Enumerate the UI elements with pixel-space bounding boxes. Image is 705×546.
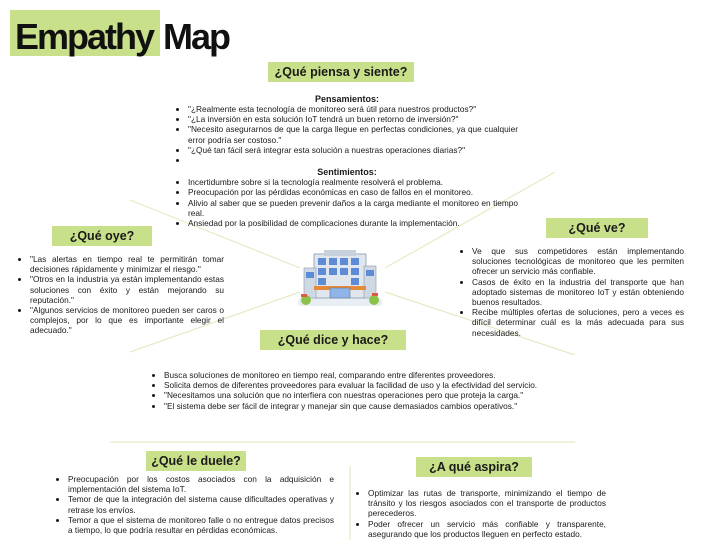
line-bottom-left xyxy=(129,291,301,353)
dice-section: Busca soluciones de monitoreo en tiempo … xyxy=(152,370,556,411)
duele-list: Preocupación por los costos asociados co… xyxy=(56,474,334,535)
building-illustration xyxy=(298,250,382,306)
dice-heading: ¿Qué dice y hace? xyxy=(260,330,406,350)
list-item: Preocupación por los costos asociados co… xyxy=(68,474,334,494)
list-item: "Algunos servicios de monitoreo pueden s… xyxy=(30,305,224,336)
title-word-1: Empathy xyxy=(15,16,155,57)
list-item: Preocupación por las pérdidas económicas… xyxy=(188,187,518,197)
list-item: Optimizar las rutas de transporte, minim… xyxy=(368,488,606,519)
list-item-empty xyxy=(188,155,518,165)
list-item: Alivio al saber que se pueden prevenir d… xyxy=(188,198,518,218)
line-top-right xyxy=(384,171,556,269)
list-item: "Necesitamos una solución que no interfi… xyxy=(164,390,556,400)
pensamientos-label: Pensamientos: xyxy=(314,94,380,104)
aspira-heading: ¿A qué aspira? xyxy=(416,457,532,477)
oye-list: "Las alertas en tiempo real te permitirá… xyxy=(18,254,224,336)
aspira-section: Optimizar las rutas de transporte, minim… xyxy=(356,488,606,539)
list-item: "¿La inversión en esta solución IoT tend… xyxy=(188,114,518,124)
list-item: Incertidumbre sobre si la tecnología rea… xyxy=(188,177,518,187)
list-item: Temor a que el sistema de monitoreo fall… xyxy=(68,515,334,535)
list-item: "Las alertas en tiempo real te permitirá… xyxy=(30,254,224,274)
list-item: "Otros en la industria ya están implemen… xyxy=(30,274,224,305)
list-item: Recibe múltiples ofertas de soluciones, … xyxy=(472,307,684,338)
ve-heading: ¿Qué ve? xyxy=(546,218,648,238)
ve-list: Ve que sus competidores están implementa… xyxy=(460,246,684,338)
list-item: "¿Realmente esta tecnología de monitoreo… xyxy=(188,104,518,114)
piensa-section: Pensamientos: "¿Realmente esta tecnologí… xyxy=(176,94,518,228)
list-item: Casos de éxito en la industria del trans… xyxy=(472,277,684,308)
line-bottom-right xyxy=(384,291,576,356)
line-top-left xyxy=(129,199,301,269)
duele-heading: ¿Qué le duele? xyxy=(146,451,246,471)
list-item: "¿Qué tan fácil será integrar esta soluc… xyxy=(188,145,518,155)
duele-section: Preocupación por los costos asociados co… xyxy=(56,474,334,535)
sentimientos-label: Sentimientos: xyxy=(317,167,377,178)
piensa-heading: ¿Qué piensa y siente? xyxy=(268,62,414,82)
oye-section: "Las alertas en tiempo real te permitirá… xyxy=(18,254,224,336)
list-item: Busca soluciones de monitoreo en tiempo … xyxy=(164,370,556,380)
title-highlight xyxy=(10,10,160,56)
aspira-list: Optimizar las rutas de transporte, minim… xyxy=(356,488,606,539)
title-word-2: Map xyxy=(163,16,231,57)
list-item: Ansiedad por la posibilidad de complicac… xyxy=(188,218,518,228)
list-item: Poder ofrecer un servicio más confiable … xyxy=(368,519,606,539)
list-item: Solicita demos de diferentes proveedores… xyxy=(164,380,556,390)
list-item: Temor de que la integración del sistema … xyxy=(68,494,334,514)
pensamientos-list: "¿Realmente esta tecnología de monitoreo… xyxy=(176,104,518,165)
dice-list: Busca soluciones de monitoreo en tiempo … xyxy=(152,370,556,411)
list-item: "El sistema debe ser fácil de integrar y… xyxy=(164,401,556,411)
oye-heading: ¿Qué oye? xyxy=(52,226,152,246)
list-item: "Necesito asegurarnos de que la carga ll… xyxy=(188,124,518,144)
ve-section: Ve que sus competidores están implementa… xyxy=(460,246,684,338)
sentimientos-list: Incertidumbre sobre si la tecnología rea… xyxy=(176,177,518,228)
list-item: Ve que sus competidores están implementa… xyxy=(472,246,684,277)
